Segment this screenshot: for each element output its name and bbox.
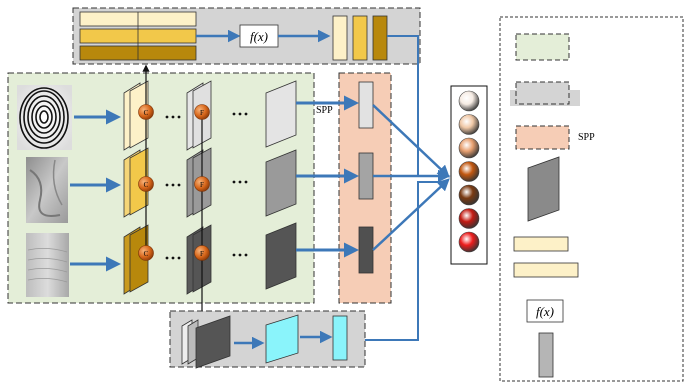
legend-spp-label: SPP (578, 132, 595, 143)
legend-fx-box (526, 299, 564, 323)
top-output-bar-dark (372, 15, 388, 61)
conv-plane-row3 (123, 224, 149, 295)
last-plane-row2 (265, 149, 297, 217)
fusion-marker-row1: F (194, 104, 210, 120)
output-bead-7 (458, 231, 480, 253)
spp-bar-row2 (358, 152, 374, 200)
finger-vein-image (26, 157, 68, 223)
output-bead-5 (458, 184, 480, 206)
legend-plane (527, 156, 560, 222)
top-output-bar-mid (352, 15, 368, 61)
conv-marker-row2: C (138, 176, 154, 192)
legend-spp-swatch (515, 125, 570, 150)
spp-label: SPP (316, 105, 333, 116)
last-plane-row3 (265, 222, 297, 290)
svg-text:F: F (200, 250, 204, 258)
output-bead-1 (458, 90, 480, 112)
output-vector (450, 85, 488, 265)
svg-text:F: F (200, 109, 204, 117)
legend-panel: SPP f(x) (499, 16, 684, 382)
output-bead-2 (458, 114, 480, 135)
spp-bar-row3 (358, 226, 374, 274)
output-bead-3 (458, 137, 480, 159)
legend-bar-short (513, 236, 569, 252)
fingerprint-image (17, 85, 72, 150)
cyan-bar (332, 315, 348, 361)
legend-bar-long (513, 262, 579, 278)
legend-gray-swatch (510, 81, 580, 106)
fusion-marker-row2: F (194, 176, 210, 192)
spp-region (338, 72, 392, 304)
svg-text:C: C (144, 250, 149, 258)
legend-vertical-bar (538, 332, 554, 378)
legend-green-swatch (515, 33, 570, 61)
output-bead-6 (458, 208, 480, 229)
finger-knuckle-image (26, 233, 69, 297)
svg-text:F: F (200, 181, 204, 189)
top-output-bar-light (332, 15, 348, 61)
ellipsis-dots (165, 112, 248, 260)
spp-bar-row1 (358, 81, 374, 129)
top-feature-module: f(x) (72, 7, 421, 65)
svg-text:C: C (144, 109, 149, 117)
fusion-marker-row3: F (194, 245, 210, 261)
cyan-block (265, 314, 299, 364)
legend-fx-label: f(x) (536, 304, 554, 319)
fx-label-top: f(x) (250, 29, 268, 44)
output-bead-4 (458, 161, 480, 182)
conv-marker-row1: C (138, 104, 154, 120)
last-plane-row1 (265, 80, 297, 148)
bottom-feature-module (169, 310, 366, 369)
svg-text:C: C (144, 181, 149, 189)
conv-marker-row3: C (138, 245, 154, 261)
